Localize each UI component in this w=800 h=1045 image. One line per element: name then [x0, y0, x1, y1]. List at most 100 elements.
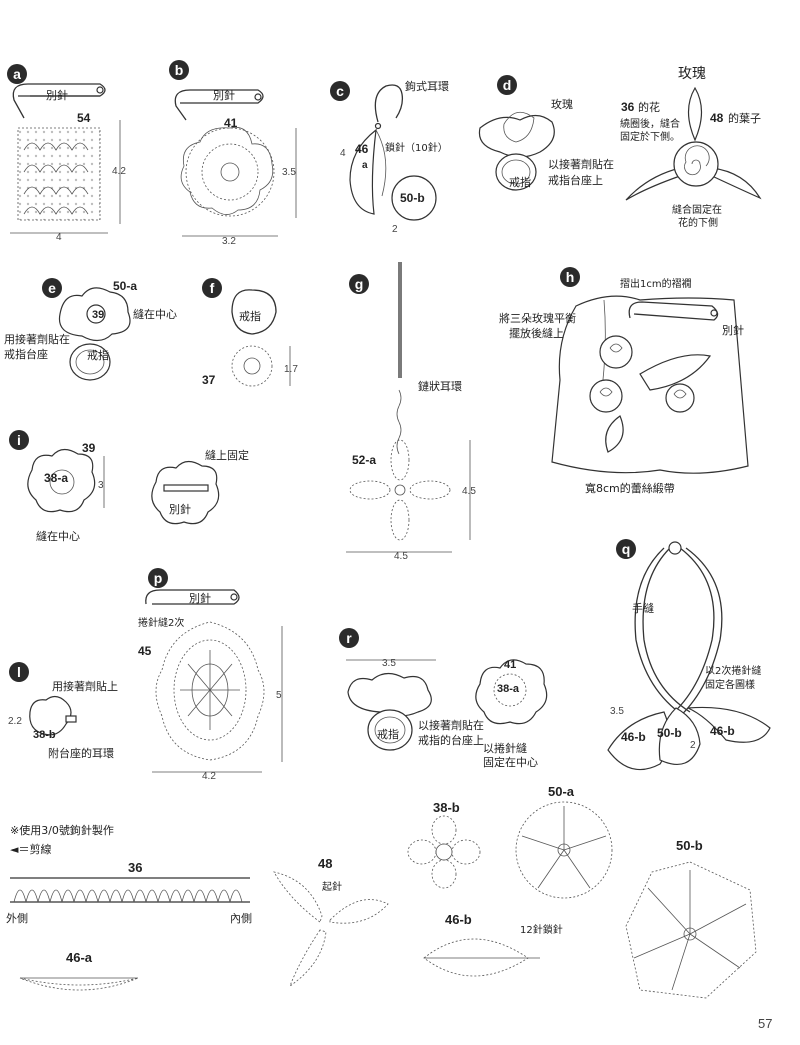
chart-48	[273, 871, 389, 988]
dim-b-height: 3.5	[282, 167, 296, 178]
oval-motif-45	[155, 621, 265, 761]
label-pin-a: 別針	[46, 88, 68, 102]
label-chain-earring: 鏈狀耳環	[418, 379, 462, 393]
motif-38a-i: 38-a	[44, 471, 68, 485]
label-inner: 內側	[230, 912, 252, 925]
figure-q: 手縫 以2次捲針縫 固定各圖樣 3.5 2 46-b 50-b 46-b	[607, 541, 771, 771]
dim-a-width: 4	[56, 232, 62, 243]
flower-ring-icon	[58, 287, 131, 381]
label-pin-b: 別針	[213, 88, 235, 102]
figure-d: 玫瑰 以接著劑貼在 戒指台座上 戒指	[478, 97, 614, 191]
chart-38b-label: 38-b	[433, 800, 460, 815]
safety-pin-icon	[628, 301, 719, 321]
motif-39-i: 39	[82, 441, 96, 455]
chart-50b-label: 50-b	[676, 838, 703, 853]
motif-number-b: 41	[224, 116, 238, 130]
hook-earring-icon	[374, 84, 404, 130]
figure-g: 鏈狀耳環 52-a 4.5 4.5	[346, 262, 476, 562]
svg-text:戒指台座: 戒指台座	[4, 347, 48, 361]
label-ring-r: 戒指	[377, 727, 399, 741]
figure-h: 摺出1cm的褶襉 將三朵玫瑰平衡 擺放後縫上 別針 寬8cm的蕾絲緞帶	[499, 277, 749, 495]
safety-pin-icon	[174, 89, 264, 121]
chart-46a-label: 46-a	[66, 950, 93, 965]
cross-motif-52a	[349, 439, 451, 541]
svg-text:固定各圖樣: 固定各圖樣	[705, 678, 755, 691]
safety-pin-icon	[12, 83, 106, 119]
figure-c: 鉤式耳環 46 a 鎖針（10針） 50-b 4 2	[340, 79, 449, 235]
svg-text:h: h	[566, 269, 575, 285]
svg-text:擺放後縫上: 擺放後縫上	[509, 326, 564, 340]
label-whip-p: 捲針縫2次	[138, 616, 184, 629]
label-chain-12: 12針鎖針	[520, 923, 563, 936]
svg-text:d: d	[503, 77, 512, 93]
svg-text:l: l	[17, 664, 21, 680]
chart-36-label: 36	[128, 860, 142, 875]
figure-p: 別針 捲針縫2次 45 5 4.2	[138, 589, 283, 782]
svg-text:a: a	[362, 160, 368, 171]
page-number: 57	[758, 1016, 772, 1031]
figure-i: 39 38-a 3 縫在中心 縫上固定 別針	[27, 441, 249, 543]
motif-46a: 46	[355, 142, 369, 156]
label-stud-earring: 附台座的耳環	[48, 746, 114, 760]
motif-50b-c: 50-b	[400, 191, 425, 205]
svg-text:p: p	[154, 570, 163, 586]
badge-i: i	[9, 430, 29, 450]
flower-motif-41	[180, 126, 275, 217]
label-outer: 外側	[6, 912, 28, 925]
motif-41-r: 41	[504, 659, 516, 671]
flower-36-num: 36	[621, 100, 635, 114]
figure-l: 用接著劑貼上 38-b 2.2 附台座的耳環	[8, 679, 118, 760]
svg-text:2.2: 2.2	[8, 716, 22, 727]
svg-text:2: 2	[690, 740, 696, 751]
svg-text:4.2: 4.2	[202, 771, 216, 782]
svg-text:i: i	[17, 432, 21, 448]
svg-text:3.5: 3.5	[610, 706, 624, 717]
svg-text:5: 5	[276, 690, 282, 701]
label-rose-d: 玫瑰	[551, 97, 573, 111]
svg-text:的葉子: 的葉子	[728, 111, 761, 125]
label-pin-i: 別針	[169, 502, 191, 516]
motif-46b-q2: 46-b	[710, 724, 735, 738]
label-chain-10: 鎖針（10針）	[385, 141, 448, 154]
svg-text:b: b	[175, 62, 184, 78]
motif-50a-e: 50-a	[113, 279, 137, 293]
badge-c: c	[330, 81, 350, 101]
badge-e: e	[42, 278, 62, 298]
chart-48-label: 48	[318, 856, 332, 871]
motif-50b-q: 50-b	[657, 726, 682, 740]
figure-r: 3.5 戒指 以接著劑貼在 戒指的台座上 41 38-a 以捲針縫 固定在中心	[346, 658, 548, 769]
motif-number-a: 54	[77, 111, 91, 125]
motif-39-e: 39	[92, 309, 104, 321]
chart-36	[10, 877, 250, 903]
motif-52a: 52-a	[352, 453, 376, 467]
svg-text:4.5: 4.5	[462, 486, 476, 497]
svg-text:q: q	[622, 541, 631, 557]
svg-text:的花: 的花	[638, 100, 660, 114]
leaf-48-num: 48	[710, 111, 724, 125]
badge-f: f	[202, 278, 222, 298]
label-ring-d: 戒指	[509, 175, 531, 189]
label-pleat: 摺出1cm的褶襉	[620, 277, 692, 290]
rose-ring-icon	[478, 111, 555, 191]
square-motif-54	[17, 127, 101, 221]
label-glue-r: 以接著劑貼在	[418, 718, 484, 732]
label-hook-earring: 鉤式耳環	[405, 79, 449, 93]
safety-pin-icon	[145, 589, 240, 605]
svg-text:固定在中心: 固定在中心	[483, 755, 538, 769]
svg-text:3.5: 3.5	[382, 658, 396, 669]
svg-text:c: c	[336, 83, 344, 99]
figure-e: 50-a 39 縫在中心 用接著劑貼在 戒指台座 戒指	[4, 279, 177, 381]
svg-text:a: a	[13, 66, 21, 82]
label-sew-under: 縫合固定在	[672, 203, 722, 216]
label-sew-center-e: 縫在中心	[133, 307, 177, 321]
note-cut: ◄＝剪線	[10, 842, 51, 856]
figure-b: 別針 41 3.5 3.2	[174, 88, 297, 247]
label-pin-h: 別針	[722, 323, 744, 337]
motif-46b-q1: 46-b	[621, 730, 646, 744]
leaf-cluster-icon	[607, 706, 771, 771]
svg-text:花的下側: 花的下側	[678, 216, 718, 229]
svg-text:繞圈後，縫合: 繞圈後，縫合	[620, 117, 680, 130]
svg-text:戒指台座上: 戒指台座上	[548, 173, 603, 187]
label-whip-r: 以捲針縫	[483, 741, 527, 755]
badge-q: q	[616, 539, 636, 559]
